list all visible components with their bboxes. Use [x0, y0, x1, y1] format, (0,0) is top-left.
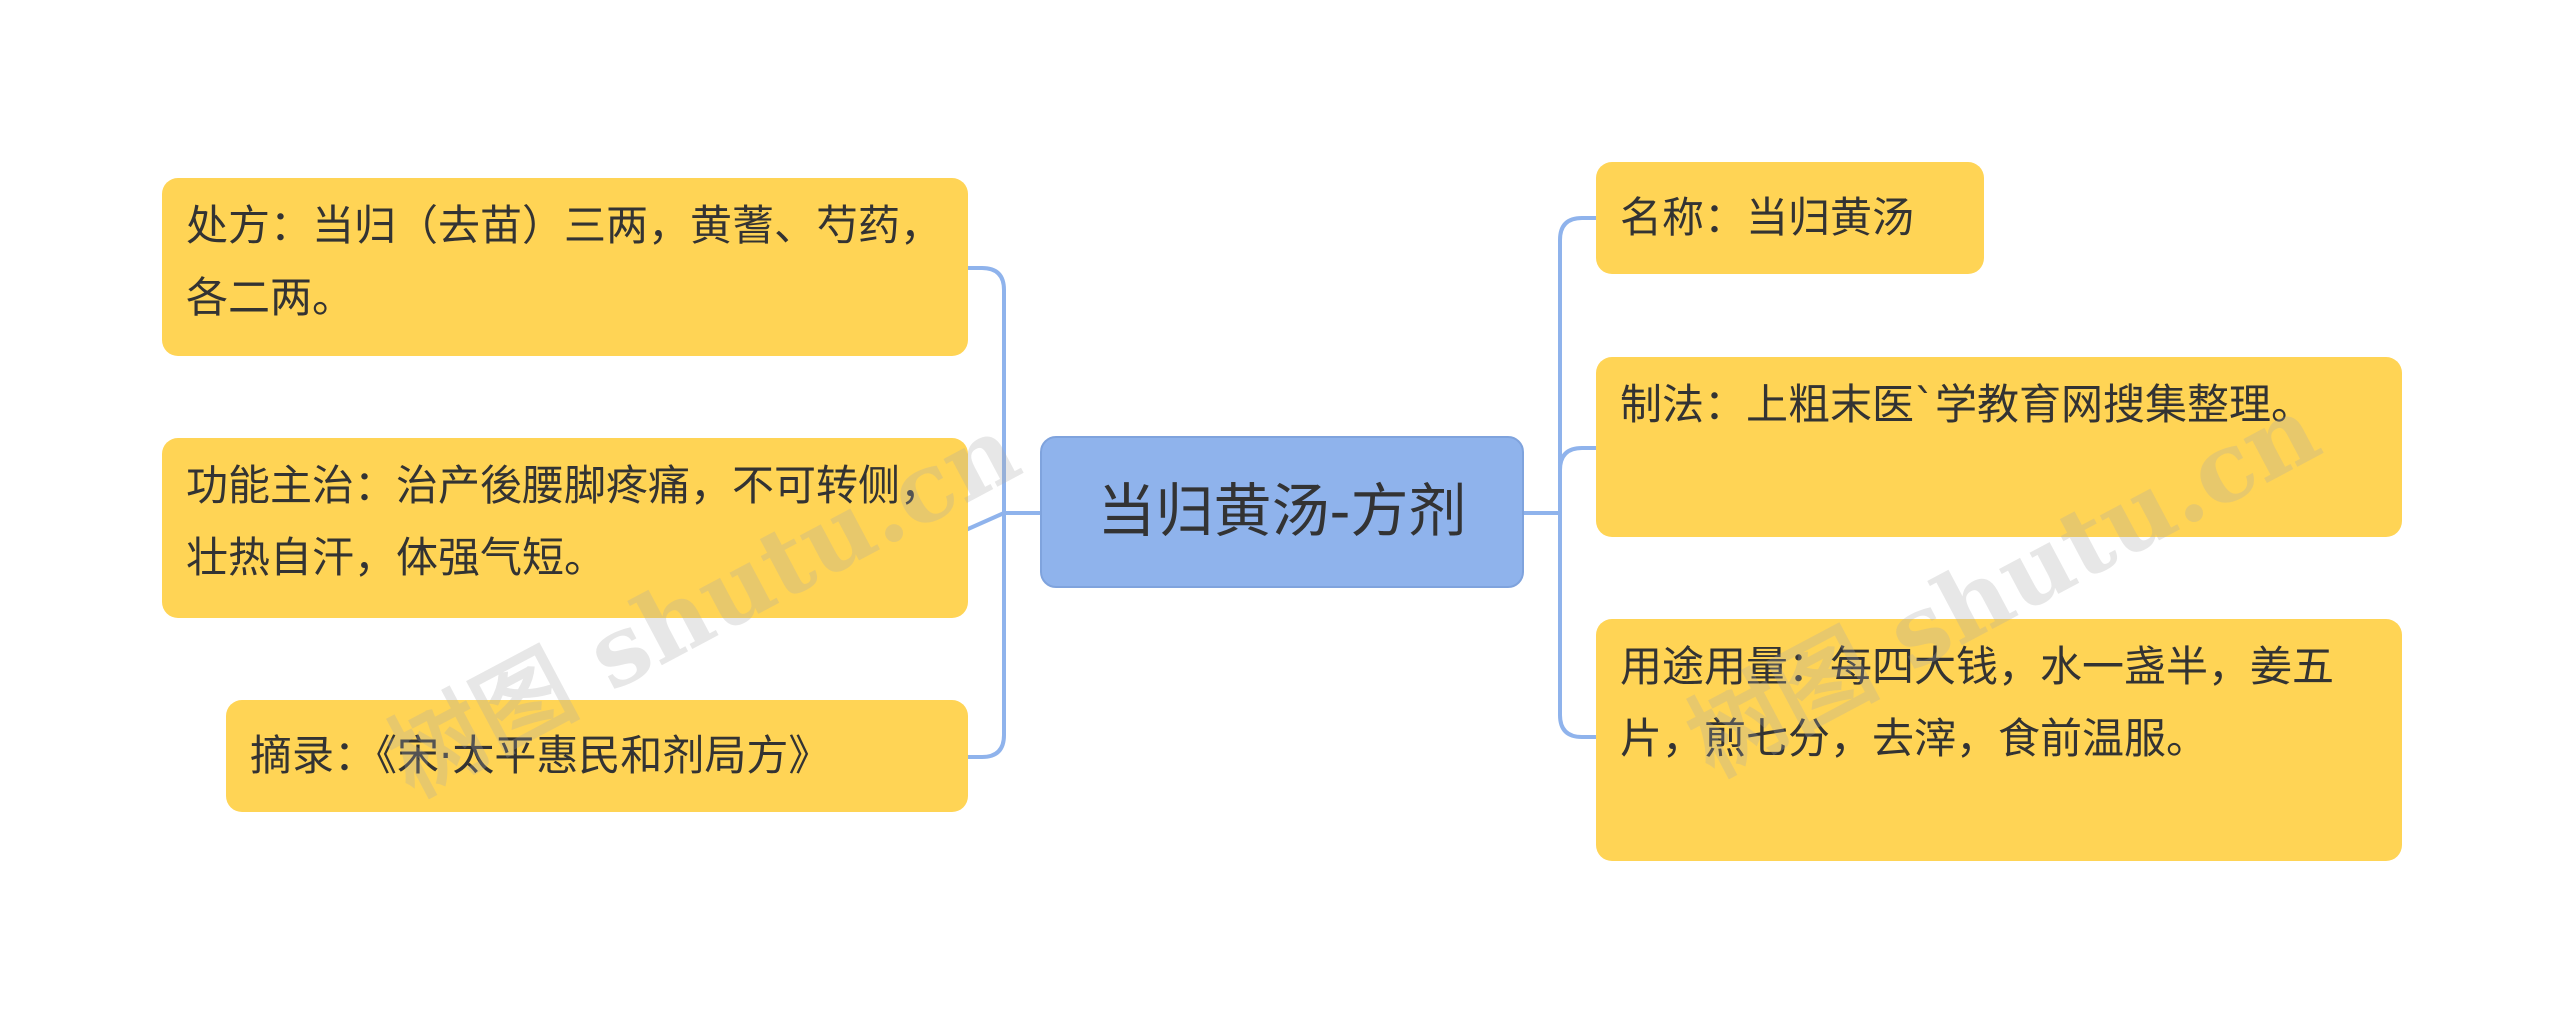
- node-prescription[interactable]: 处方：当归（去苗）三两，黄蓍、芍药，各二两。: [162, 178, 968, 356]
- connector-left-prescription: [966, 266, 1006, 515]
- connector-left-excerpt: [966, 511, 1006, 759]
- connector-right-usage: [1558, 511, 1598, 739]
- node-prescription-label: 处方：当归（去苗）三两，黄蓍、芍药，各二两。: [186, 201, 943, 322]
- node-excerpt-label: 摘录：《宋·太平惠民和剂局方》: [250, 731, 831, 780]
- node-preparation[interactable]: 制法：上粗末医`学教育网搜集整理。: [1596, 357, 2402, 537]
- node-name[interactable]: 名称：当归黄汤: [1596, 162, 1984, 274]
- connector-right-name: [1558, 216, 1598, 515]
- node-preparation-label: 制法：上粗末医`学教育网搜集整理。: [1620, 380, 2314, 429]
- connector-left-indications: [966, 511, 1006, 531]
- node-indications-label: 功能主治：治产後腰脚疼痛，不可转侧，壮热自汗，体强气短。: [186, 461, 943, 582]
- node-usage-label: 用途用量：每四大钱，水一盏半，姜五片，煎七分，去滓，食前温服。: [1620, 642, 2335, 763]
- center-node-label: 当归黄汤-方剂: [1097, 477, 1467, 545]
- node-excerpt[interactable]: 摘录：《宋·太平惠民和剂局方》: [226, 700, 968, 812]
- center-node[interactable]: 当归黄汤-方剂: [1040, 436, 1524, 588]
- connector-right-preparation: [1558, 446, 1598, 515]
- node-indications[interactable]: 功能主治：治产後腰脚疼痛，不可转侧，壮热自汗，体强气短。: [162, 438, 968, 618]
- node-usage[interactable]: 用途用量：每四大钱，水一盏半，姜五片，煎七分，去滓，食前温服。: [1596, 619, 2402, 861]
- node-name-label: 名称：当归黄汤: [1620, 193, 1915, 242]
